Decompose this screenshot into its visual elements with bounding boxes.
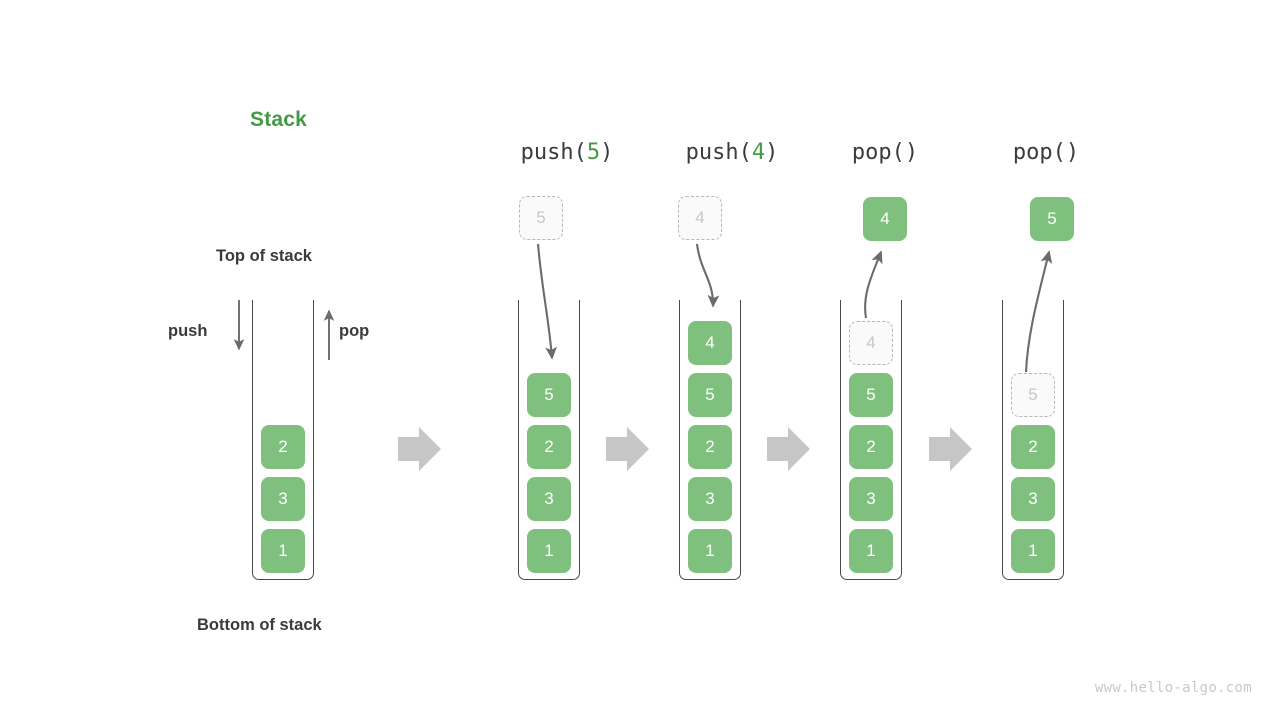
stack-cell-removed: 5	[1011, 373, 1055, 417]
stack-cell: 3	[527, 477, 571, 521]
op-title-prefix: pop(	[1012, 140, 1066, 165]
stack-container-push-5	[518, 300, 580, 580]
stack-cell: 2	[688, 425, 732, 469]
op-title-pop-2: pop()	[1013, 140, 1079, 165]
stack-cell: 3	[688, 477, 732, 521]
op-title-pop-1: pop()	[852, 140, 918, 165]
op-title-push-5: push(5)	[521, 140, 614, 165]
page-title: Stack	[250, 108, 308, 131]
stack-cell: 2	[527, 425, 571, 469]
op-title-arg: 4	[751, 140, 766, 165]
stack-cell: 2	[261, 425, 305, 469]
op-title-suffix: )	[765, 140, 779, 165]
stack-cell: 1	[849, 529, 893, 573]
op-title-prefix: push(	[685, 140, 752, 165]
stack-cell: 5	[849, 373, 893, 417]
stack-cell: 1	[1011, 529, 1055, 573]
outgoing-element: 5	[1030, 197, 1074, 241]
op-title-suffix: )	[904, 140, 919, 165]
top-of-stack-label: Top of stack	[216, 247, 312, 265]
stack-cell: 3	[849, 477, 893, 521]
stack-cell-removed: 4	[849, 321, 893, 365]
incoming-element: 4	[678, 196, 722, 240]
outgoing-element: 4	[863, 197, 907, 241]
op-title-arg: 5	[586, 140, 601, 165]
stack-container-pop-1	[840, 300, 902, 580]
stack-cell: 5	[527, 373, 571, 417]
push-label: push	[168, 322, 208, 340]
stack-container-pop-2	[1002, 300, 1064, 580]
op-title-suffix: )	[600, 140, 614, 165]
stack-cell: 1	[688, 529, 732, 573]
stack-cell: 5	[688, 373, 732, 417]
watermark: www.hello-algo.com	[1094, 680, 1252, 696]
stack-container-push-4	[679, 300, 741, 580]
op-title-push-4: push(4)	[686, 140, 779, 165]
stack-cell: 1	[261, 529, 305, 573]
op-title-suffix: )	[1065, 140, 1080, 165]
stack-cell: 1	[527, 529, 571, 573]
stack-container-initial	[252, 300, 314, 580]
stack-cell: 3	[1011, 477, 1055, 521]
pop-label: pop	[339, 322, 370, 340]
incoming-element: 5	[519, 196, 563, 240]
stack-cell: 4	[688, 321, 732, 365]
bottom-of-stack-label: Bottom of stack	[197, 616, 322, 634]
stack-cell: 2	[849, 425, 893, 469]
stack-cell: 3	[261, 477, 305, 521]
op-title-prefix: pop(	[851, 140, 905, 165]
stack-cell: 2	[1011, 425, 1055, 469]
op-title-prefix: push(	[520, 140, 587, 165]
